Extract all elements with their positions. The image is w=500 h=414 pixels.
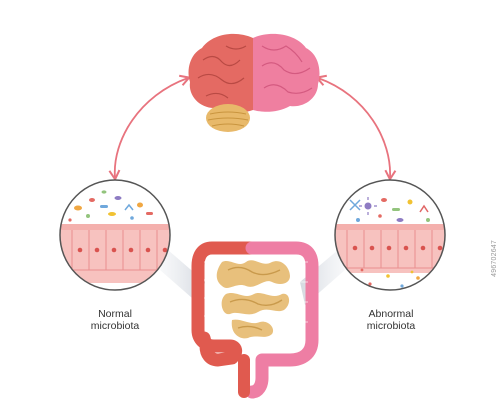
brain-illustration xyxy=(188,33,320,132)
normal-microbiota-lens xyxy=(59,179,171,291)
abnormal-label-line1: Abnormal xyxy=(368,308,414,320)
stock-image-id: 496702647 xyxy=(491,240,498,277)
healthy-colon-left xyxy=(191,241,259,367)
right-bidirectional-arrow xyxy=(314,74,397,182)
normal-label-line2: microbiota xyxy=(90,320,140,332)
normal-microbiota-label: Normal microbiota xyxy=(70,308,160,332)
intestine-illustration xyxy=(191,241,319,399)
abnormal-microbiota-lens xyxy=(334,179,446,291)
abnormal-microbiota-label: Abnormal microbiota xyxy=(346,308,436,332)
unhealthy-colon-right xyxy=(245,241,319,399)
left-bidirectional-arrow xyxy=(108,74,192,182)
normal-label-line1: Normal xyxy=(98,308,132,320)
abnormal-label-line2: microbiota xyxy=(366,320,416,332)
small-intestine xyxy=(216,260,290,339)
brain-left-hemisphere xyxy=(188,33,253,113)
